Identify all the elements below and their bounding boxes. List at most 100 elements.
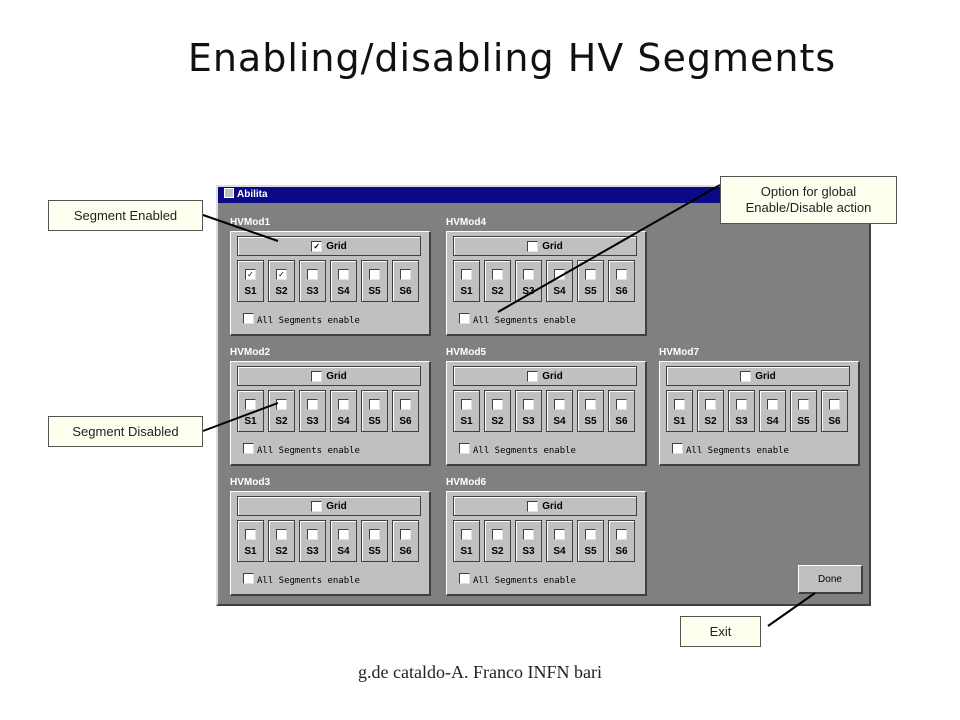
grid-checkbox[interactable] (527, 500, 539, 512)
done-button[interactable]: Done (798, 565, 863, 594)
segment-checkbox[interactable] (369, 269, 380, 280)
segment-5-toggle[interactable]: S5 (361, 520, 388, 562)
segment-1-toggle[interactable]: S1 (666, 390, 693, 432)
all-segments-checkbox[interactable] (243, 442, 254, 454)
segment-checkbox[interactable] (523, 399, 534, 410)
segment-1-toggle[interactable]: ✓S1 (237, 260, 264, 302)
segment-checkbox[interactable] (705, 399, 716, 410)
segment-2-toggle[interactable]: ✓S2 (268, 260, 295, 302)
segment-3-toggle[interactable]: S3 (515, 260, 542, 302)
segment-5-toggle[interactable]: S5 (577, 260, 604, 302)
all-segments-toggle[interactable]: All Segments enable (459, 570, 576, 586)
segment-checkbox[interactable]: ✓ (276, 269, 287, 280)
segment-checkbox[interactable] (369, 529, 380, 540)
segment-3-toggle[interactable]: S3 (299, 260, 326, 302)
segment-checkbox[interactable] (307, 529, 318, 540)
segment-6-toggle[interactable]: S6 (392, 260, 419, 302)
segment-2-toggle[interactable]: S2 (484, 390, 511, 432)
grid-checkbox[interactable]: ✓ (311, 240, 323, 252)
segment-checkbox[interactable] (585, 399, 596, 410)
segment-3-toggle[interactable]: S3 (515, 520, 542, 562)
all-segments-checkbox[interactable] (243, 312, 254, 324)
segment-2-toggle[interactable]: S2 (268, 390, 295, 432)
all-segments-checkbox[interactable] (459, 312, 470, 324)
segment-4-toggle[interactable]: S4 (330, 260, 357, 302)
segment-checkbox[interactable] (616, 399, 627, 410)
segment-6-toggle[interactable]: S6 (821, 390, 848, 432)
segment-checkbox[interactable] (461, 269, 472, 280)
all-segments-toggle[interactable]: All Segments enable (672, 440, 789, 456)
grid-toggle[interactable]: Grid (237, 496, 421, 516)
segment-checkbox[interactable] (276, 529, 287, 540)
segment-checkbox[interactable] (674, 399, 685, 410)
all-segments-checkbox[interactable] (243, 572, 254, 584)
segment-1-toggle[interactable]: S1 (237, 520, 264, 562)
segment-checkbox[interactable] (400, 269, 411, 280)
segment-4-toggle[interactable]: S4 (546, 260, 573, 302)
segment-checkbox[interactable] (554, 269, 565, 280)
segment-checkbox[interactable] (245, 529, 256, 540)
segment-4-toggle[interactable]: S4 (759, 390, 786, 432)
all-segments-toggle[interactable]: All Segments enable (243, 570, 360, 586)
all-segments-checkbox[interactable] (459, 442, 470, 454)
grid-toggle[interactable]: Grid (453, 236, 637, 256)
all-segments-checkbox[interactable] (459, 572, 470, 584)
segment-checkbox[interactable] (492, 529, 503, 540)
segment-5-toggle[interactable]: S5 (577, 520, 604, 562)
segment-checkbox[interactable] (400, 529, 411, 540)
segment-6-toggle[interactable]: S6 (608, 390, 635, 432)
grid-toggle[interactable]: ✓Grid (237, 236, 421, 256)
grid-toggle[interactable]: Grid (237, 366, 421, 386)
segment-checkbox[interactable] (369, 399, 380, 410)
grid-checkbox[interactable] (527, 370, 539, 382)
segment-checkbox[interactable] (736, 399, 747, 410)
segment-3-toggle[interactable]: S3 (515, 390, 542, 432)
segment-checkbox[interactable] (461, 399, 472, 410)
all-segments-toggle[interactable]: All Segments enable (459, 310, 576, 326)
segment-3-toggle[interactable]: S3 (299, 520, 326, 562)
segment-2-toggle[interactable]: S2 (484, 520, 511, 562)
grid-toggle[interactable]: Grid (666, 366, 850, 386)
segment-checkbox[interactable] (767, 399, 778, 410)
segment-4-toggle[interactable]: S4 (330, 520, 357, 562)
segment-5-toggle[interactable]: S5 (790, 390, 817, 432)
segment-checkbox[interactable] (554, 529, 565, 540)
segment-4-toggle[interactable]: S4 (546, 390, 573, 432)
segment-5-toggle[interactable]: S5 (577, 390, 604, 432)
segment-checkbox[interactable] (245, 399, 256, 410)
segment-checkbox[interactable] (798, 399, 809, 410)
segment-checkbox[interactable] (492, 269, 503, 280)
segment-5-toggle[interactable]: S5 (361, 390, 388, 432)
segment-2-toggle[interactable]: S2 (484, 260, 511, 302)
segment-4-toggle[interactable]: S4 (330, 390, 357, 432)
segment-1-toggle[interactable]: S1 (453, 520, 480, 562)
segment-checkbox[interactable] (616, 269, 627, 280)
segment-checkbox[interactable] (276, 399, 287, 410)
all-segments-toggle[interactable]: All Segments enable (243, 440, 360, 456)
segment-checkbox[interactable] (461, 529, 472, 540)
segment-1-toggle[interactable]: S1 (453, 260, 480, 302)
segment-checkbox[interactable]: ✓ (245, 269, 256, 280)
segment-checkbox[interactable] (338, 399, 349, 410)
grid-checkbox[interactable] (311, 500, 323, 512)
grid-checkbox[interactable] (527, 240, 539, 252)
segment-2-toggle[interactable]: S2 (697, 390, 724, 432)
segment-checkbox[interactable] (338, 269, 349, 280)
grid-checkbox[interactable] (740, 370, 752, 382)
segment-checkbox[interactable] (585, 269, 596, 280)
segment-checkbox[interactable] (523, 269, 534, 280)
segment-6-toggle[interactable]: S6 (608, 520, 635, 562)
segment-checkbox[interactable] (307, 269, 318, 280)
segment-checkbox[interactable] (338, 529, 349, 540)
segment-4-toggle[interactable]: S4 (546, 520, 573, 562)
segment-3-toggle[interactable]: S3 (728, 390, 755, 432)
grid-toggle[interactable]: Grid (453, 496, 637, 516)
segment-3-toggle[interactable]: S3 (299, 390, 326, 432)
segment-1-toggle[interactable]: S1 (453, 390, 480, 432)
all-segments-checkbox[interactable] (672, 442, 683, 454)
segment-checkbox[interactable] (585, 529, 596, 540)
segment-checkbox[interactable] (554, 399, 565, 410)
segment-checkbox[interactable] (492, 399, 503, 410)
all-segments-toggle[interactable]: All Segments enable (243, 310, 360, 326)
segment-checkbox[interactable] (829, 399, 840, 410)
